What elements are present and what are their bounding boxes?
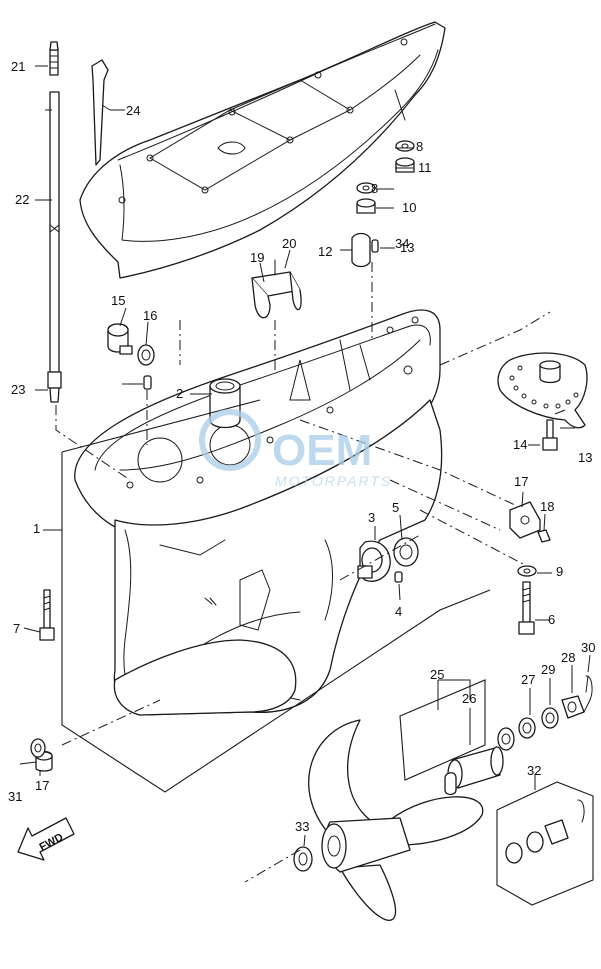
callout-5: 5 (392, 500, 399, 515)
nut-11 (395, 157, 415, 173)
prop-kit-frame (399, 679, 486, 781)
washer-8-bottom (356, 182, 376, 194)
housing-frame (61, 399, 491, 793)
thrust-washer-27 (497, 727, 515, 751)
propeller (308, 719, 484, 921)
callout-2: 2 (176, 386, 183, 401)
bolt-7 (39, 589, 55, 641)
callout-15: 15 (111, 293, 125, 308)
cotter-pin-32 (583, 675, 593, 713)
callout-10: 10 (402, 200, 416, 215)
washer-17-bottom (30, 738, 46, 758)
callout-24: 24 (126, 103, 140, 118)
pin-4 (394, 571, 403, 583)
clip-20-21 (251, 259, 302, 319)
callout-9: 9 (556, 564, 563, 579)
callout-14: 14 (513, 437, 527, 452)
callout-13: 13 (578, 450, 592, 465)
callout-28: 28 (561, 650, 575, 665)
callout-26: 26 (462, 691, 476, 706)
washer-28 (293, 846, 313, 872)
washer-8-top (395, 140, 415, 152)
callout-6: 6 (548, 612, 555, 627)
kit-box-34 (496, 781, 594, 906)
plug-16 (107, 323, 133, 355)
callout-17: 17 (514, 474, 528, 489)
bushing-3 (357, 540, 391, 582)
callout-11: 11 (418, 160, 432, 175)
callout-30: 30 (581, 640, 595, 655)
watermark-brand: OEM (272, 426, 372, 475)
callout-1: 1 (33, 521, 40, 536)
callout-17: 17 (35, 778, 49, 793)
callout-21: 21 (11, 59, 25, 74)
pin-13-top (371, 239, 379, 253)
trim-tab-14 (497, 352, 588, 429)
callout-32: 32 (527, 763, 541, 778)
callout-27: 27 (521, 672, 535, 687)
callout-19: 19 (250, 250, 264, 265)
callout-18: 18 (540, 499, 554, 514)
callout-13: 13 (400, 240, 414, 255)
bracket-18 (509, 501, 541, 539)
callout-3: 3 (368, 510, 375, 525)
callout-8: 8 (416, 139, 423, 154)
pin-13-left (143, 375, 152, 390)
washer-17-top (137, 344, 155, 366)
callout-31: 31 (8, 789, 22, 804)
callout-25: 25 (430, 667, 444, 682)
callout-23: 23 (11, 382, 25, 397)
alignment-lines (55, 262, 551, 883)
anode-plate-12 (351, 232, 371, 268)
nut-30 (561, 695, 585, 719)
gear-case-housing (74, 309, 443, 716)
bolt-15 (542, 419, 558, 451)
gear-case-cover (79, 21, 446, 279)
washer-9 (517, 565, 537, 577)
washer-31 (541, 707, 559, 729)
nut-10 (356, 198, 376, 214)
leader-lines (19, 65, 591, 847)
fwd-arrow: FWD (17, 817, 75, 861)
callout-8: 8 (371, 181, 378, 196)
callout-12: 12 (318, 244, 332, 259)
callout-34: 34 (395, 236, 409, 251)
callout-22: 22 (15, 192, 29, 207)
rubber-strap (91, 59, 109, 166)
callout-20: 20 (282, 236, 296, 251)
watermark: OEM MOTORPARTS (199, 409, 392, 489)
callout-29: 29 (541, 662, 555, 677)
seal-5 (393, 537, 419, 567)
callout-33: 33 (295, 819, 309, 834)
watermark-sub: MOTORPARTS (275, 473, 392, 489)
screw-19 (537, 529, 551, 543)
drive-shaft (47, 41, 62, 403)
callout-4: 4 (395, 604, 402, 619)
callout-7: 7 (13, 621, 20, 636)
spacer-29 (518, 717, 536, 739)
bolt-6 (518, 581, 535, 635)
callout-16: 16 (143, 308, 157, 323)
bushing-27 (444, 746, 504, 796)
